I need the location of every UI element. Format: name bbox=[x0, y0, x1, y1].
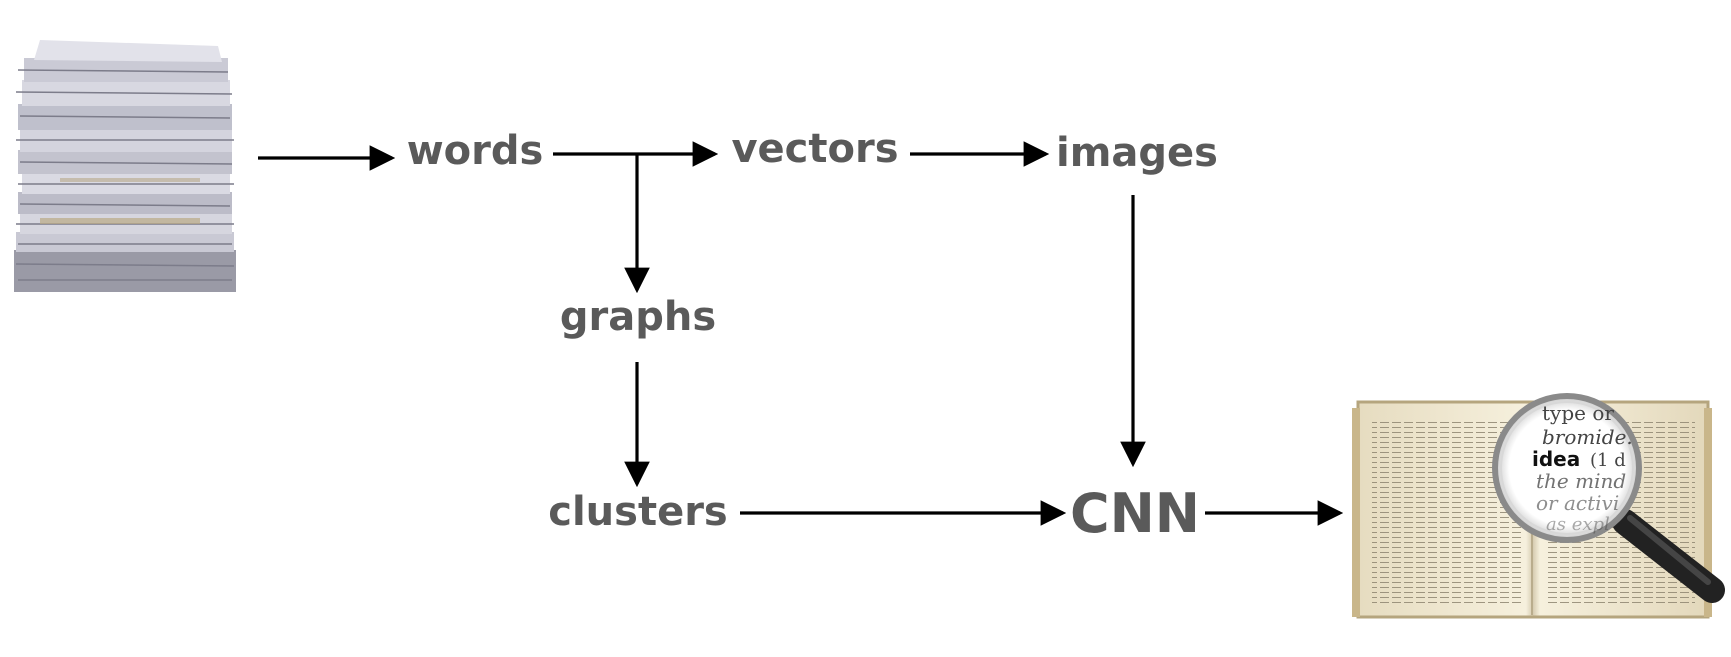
node-graphs: graphs bbox=[560, 294, 716, 340]
node-clusters: clusters bbox=[548, 489, 728, 535]
svg-text:the mind: the mind bbox=[1536, 469, 1626, 493]
svg-text:type or: type or bbox=[1542, 401, 1614, 425]
svg-text:idea: idea bbox=[1532, 447, 1580, 471]
svg-text:or activi: or activi bbox=[1536, 491, 1619, 515]
edges bbox=[258, 141, 1344, 526]
dictionary-magnifier-icon: type or bromide. idea (1 d the mind or a… bbox=[1352, 393, 1725, 619]
node-words: words bbox=[407, 128, 544, 174]
svg-text:(1 d: (1 d bbox=[1590, 450, 1626, 471]
node-vectors: vectors bbox=[731, 126, 898, 172]
node-images: images bbox=[1056, 130, 1218, 176]
paper-stack-icon bbox=[14, 40, 236, 292]
svg-text:bromide.: bromide. bbox=[1542, 425, 1633, 449]
node-cnn: CNN bbox=[1070, 482, 1200, 545]
svg-text:as expl: as expl bbox=[1546, 514, 1610, 535]
